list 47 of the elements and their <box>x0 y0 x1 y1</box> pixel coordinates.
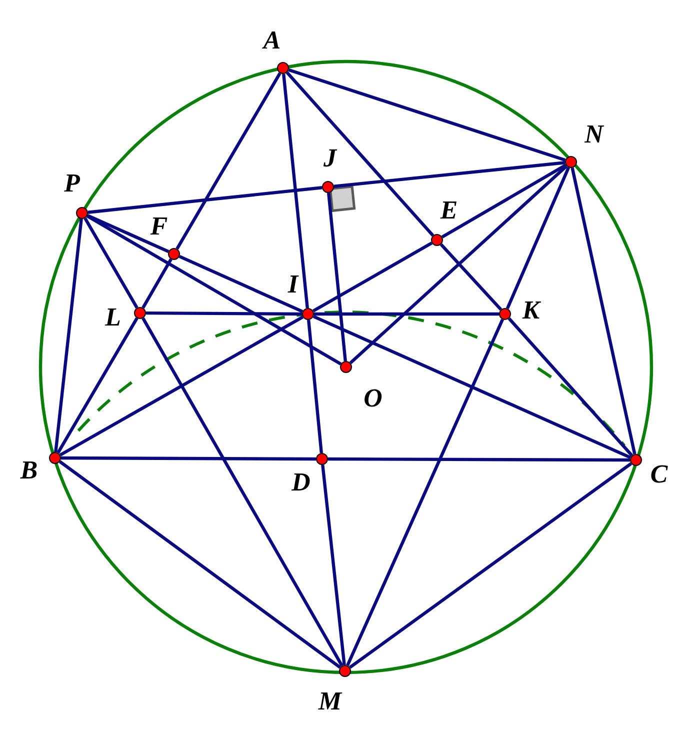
point-label: N <box>584 126 604 142</box>
line-segment <box>570 168 636 454</box>
point-label: L <box>104 308 120 326</box>
line-segment <box>86 214 170 254</box>
line-segment <box>86 214 342 366</box>
line-segment <box>142 258 172 309</box>
line-segment <box>88 186 322 214</box>
point-label: A <box>262 31 280 49</box>
line-segment <box>327 192 347 362</box>
line-segment <box>441 164 567 238</box>
point-label: D <box>291 474 310 490</box>
line-segment <box>312 242 433 312</box>
line-segment <box>349 164 568 364</box>
point-label: F <box>150 218 168 234</box>
point-label: M <box>318 692 342 710</box>
line-segment <box>334 161 566 188</box>
line-segment <box>58 460 342 669</box>
line-segment <box>142 317 344 667</box>
line-segment <box>506 166 570 310</box>
line-segment <box>312 314 632 460</box>
point-label: E <box>440 202 456 218</box>
point-label: B <box>20 461 37 479</box>
point-label: O <box>364 389 382 407</box>
line-segment <box>348 462 632 669</box>
point-label: K <box>522 302 542 318</box>
line-segment <box>146 311 302 316</box>
line-segment <box>306 320 324 454</box>
line-segment <box>328 457 630 462</box>
line-segment <box>61 456 316 461</box>
line-segment <box>178 255 304 314</box>
point-label: I <box>288 276 299 292</box>
line-segment <box>59 316 304 456</box>
line-segment <box>508 317 634 457</box>
line-segment <box>282 74 309 308</box>
point-label: J <box>323 149 338 167</box>
line-segment <box>54 218 83 452</box>
point-label: C <box>651 465 668 483</box>
line-segment <box>84 217 138 309</box>
line-segment <box>286 71 434 237</box>
line-segment <box>288 68 566 162</box>
line-segment <box>440 243 502 311</box>
line-segment <box>314 312 499 316</box>
line-segment <box>321 464 346 666</box>
point-label: P <box>64 174 80 192</box>
line-segment <box>176 72 282 250</box>
line-segment <box>56 317 138 454</box>
line-segment <box>346 318 504 666</box>
